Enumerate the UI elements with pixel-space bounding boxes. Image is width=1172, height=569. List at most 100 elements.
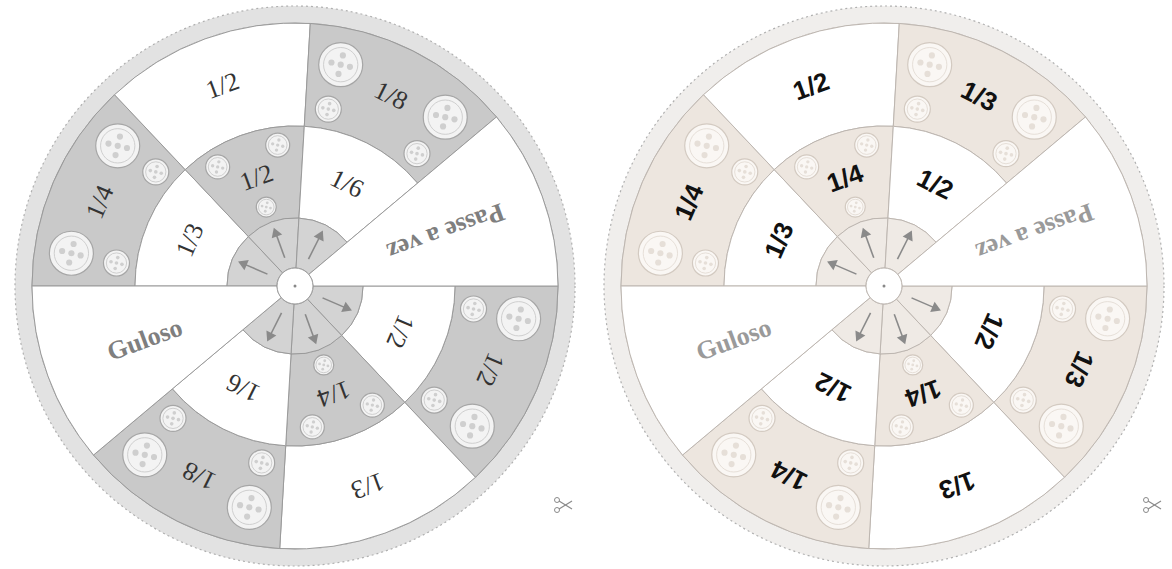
cookie-rim xyxy=(752,408,772,428)
fraction-text: 1/2 xyxy=(236,160,277,198)
cookie-hole xyxy=(1114,318,1120,324)
cookie-hole xyxy=(702,267,706,271)
arrow-head xyxy=(903,231,913,242)
cookie-hole xyxy=(866,138,869,141)
cookie-hole xyxy=(132,450,138,456)
cookie-hole xyxy=(309,430,312,433)
cookie-hole xyxy=(159,171,163,175)
cookie-hole xyxy=(427,397,431,401)
fraction-text: 1/4 xyxy=(81,181,120,223)
cookie xyxy=(319,43,363,87)
fraction-sector: 1/2 xyxy=(908,159,962,208)
cookie-rim xyxy=(821,490,855,524)
cookie-hole xyxy=(416,146,420,150)
cookie xyxy=(1086,297,1130,341)
cookie-hole xyxy=(466,306,470,310)
cookie-hole xyxy=(955,402,958,405)
arrow-line xyxy=(866,235,874,258)
cookie xyxy=(1012,95,1056,139)
arrow-sector xyxy=(248,218,299,273)
fraction-sector: 1/4 xyxy=(897,370,950,416)
cookie xyxy=(1039,404,1083,448)
cookie-hole xyxy=(924,71,930,77)
fraction-sector: 1/2 xyxy=(806,363,860,412)
cookie-hole xyxy=(460,421,466,427)
cookie xyxy=(732,159,758,185)
cookie-hole xyxy=(221,166,224,169)
cookie-hole xyxy=(281,145,284,148)
cookie-hole xyxy=(506,313,512,319)
cookie xyxy=(421,387,447,413)
cookie-rim xyxy=(996,144,1016,164)
cookie-hole xyxy=(211,164,214,167)
cookie xyxy=(1010,387,1036,413)
fraction-text: 1/2 xyxy=(810,367,855,409)
outer-sector xyxy=(115,23,311,170)
cookie-hole xyxy=(438,400,442,404)
cookie xyxy=(49,231,93,275)
cookie xyxy=(143,159,169,185)
fraction-sector: 1/6 xyxy=(321,160,372,208)
cookie xyxy=(795,155,819,179)
cookie-hole xyxy=(1005,146,1009,150)
cookie-hole xyxy=(335,71,341,77)
cookie-rim xyxy=(208,158,227,177)
cookie-hole xyxy=(470,313,474,317)
sector-label: Passe a vez xyxy=(972,197,1097,266)
cookie-hole xyxy=(153,176,157,180)
cookie-hole xyxy=(316,426,319,429)
cookie-hole xyxy=(648,248,654,254)
wheel-crust xyxy=(604,6,1164,566)
cookie-hole xyxy=(516,316,522,322)
cookie-hole xyxy=(467,432,473,438)
cookie-rim xyxy=(695,253,715,273)
cookie-rim xyxy=(905,357,921,373)
cookie-hole xyxy=(901,420,904,423)
cookie-hole xyxy=(965,405,968,408)
cookie xyxy=(908,43,952,87)
cookie-rim xyxy=(847,199,863,215)
cookie-hole xyxy=(469,423,475,429)
cookie-hole xyxy=(246,504,252,510)
fraction-sector: 1/2 xyxy=(231,156,281,201)
cookie-hole xyxy=(761,411,765,415)
outer-sector xyxy=(704,23,900,170)
cookie-hole xyxy=(120,262,124,266)
fraction-sector: 1/2 xyxy=(467,344,513,395)
cookie-hole xyxy=(366,402,369,405)
cookie-rim xyxy=(424,390,444,410)
cookie-hole xyxy=(660,241,666,247)
cookie-hole xyxy=(1062,302,1066,306)
cookie-hole xyxy=(513,325,519,331)
cookie-rim xyxy=(101,129,135,163)
cookie xyxy=(461,296,487,322)
cookie xyxy=(889,415,913,439)
cookie-hole xyxy=(442,114,448,120)
greedy-sector xyxy=(32,286,281,455)
cookie-hole xyxy=(766,418,770,422)
wheel-hub xyxy=(866,268,902,304)
pass-sector xyxy=(309,117,558,286)
cookie-hole xyxy=(369,408,372,411)
cookie-hole xyxy=(248,495,254,501)
cookie-hole xyxy=(59,248,65,254)
fraction-sector: 1/2 xyxy=(965,304,1012,357)
cookie-hole xyxy=(1003,157,1007,161)
fraction-text: 1/8 xyxy=(369,76,412,116)
cookie-hole xyxy=(916,365,919,368)
cookie-hole xyxy=(849,461,853,465)
cookie xyxy=(638,231,682,275)
fraction-sector: 1/3 xyxy=(1055,343,1102,396)
cookie xyxy=(1050,296,1076,322)
cookie-rim xyxy=(455,409,489,443)
cookie-hole xyxy=(915,107,919,111)
scissors-blade xyxy=(1148,501,1161,509)
cookie-rim xyxy=(690,129,724,163)
outer-sector xyxy=(280,402,476,549)
arrow-head xyxy=(897,334,907,345)
cookie-hole xyxy=(854,462,858,466)
fraction-sector: 1/3 xyxy=(930,462,983,508)
cookie-hole xyxy=(328,59,334,65)
cookie-hole xyxy=(255,506,261,512)
